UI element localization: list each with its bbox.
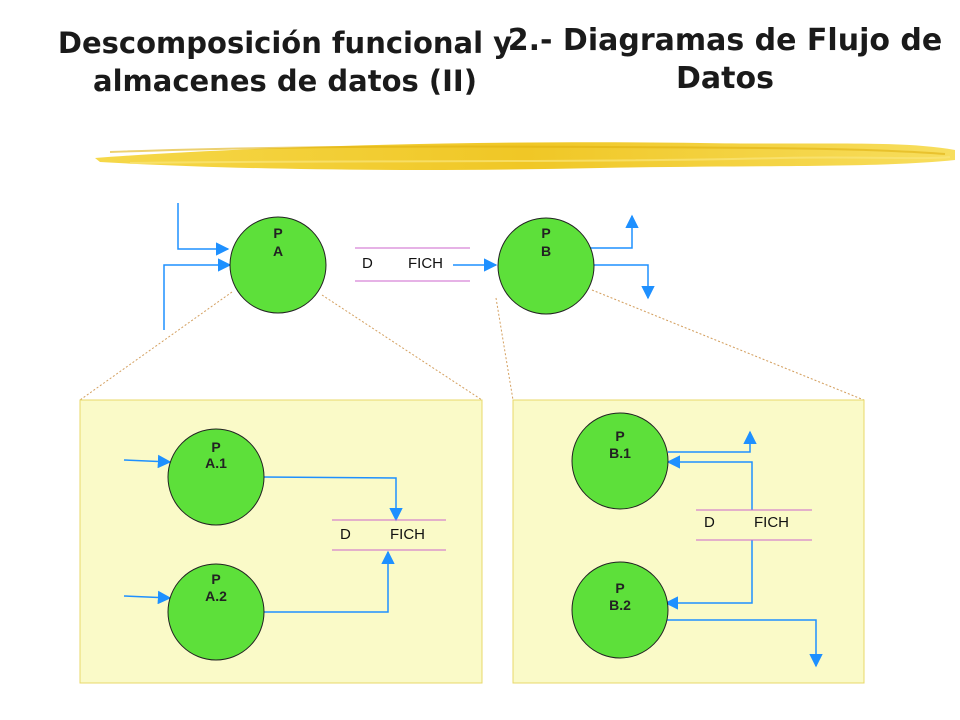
- process-b2: P B.2: [571, 561, 669, 659]
- process-a1-label-1: P: [211, 439, 220, 455]
- brush-stroke-decoration: [95, 142, 955, 170]
- page-title-right: 2.- Diagramas de Flujo de Datos: [507, 23, 943, 96]
- left-panel-flows: [123, 454, 403, 613]
- process-a: P A: [229, 216, 327, 314]
- process-b-label-2: B: [541, 243, 551, 259]
- process-a2-label-1: P: [211, 571, 220, 587]
- process-a2-label-2: A.2: [205, 588, 227, 604]
- decomposition-guides: [79, 289, 865, 401]
- process-a2: P A.2: [167, 563, 265, 661]
- store-top-id: D: [362, 255, 373, 272]
- process-b: P B: [497, 217, 595, 315]
- process-a1: P A.1: [167, 428, 265, 526]
- process-b-label-1: P: [541, 225, 550, 241]
- process-a1-label-2: A.1: [205, 455, 227, 471]
- process-b1-label-1: P: [615, 428, 624, 444]
- panel-process-a-detail: [79, 399, 483, 684]
- top-level-flows: [163, 203, 655, 330]
- process-b2-label-1: P: [615, 580, 624, 596]
- store-left-id: D: [340, 526, 351, 543]
- panel-process-b-detail: [512, 399, 865, 684]
- process-b2-label-2: B.2: [609, 597, 631, 613]
- process-a-label-1: P: [273, 225, 282, 241]
- data-store-left: D FICH: [332, 519, 446, 551]
- store-top-name: FICH: [408, 255, 443, 272]
- data-store-right: D FICH: [696, 509, 812, 541]
- store-right-name: FICH: [754, 514, 789, 531]
- store-left-name: FICH: [390, 526, 425, 543]
- store-right-id: D: [704, 514, 715, 531]
- process-b1-label-2: B.1: [609, 445, 631, 461]
- page-title-left: Descomposición funcional y almacenes de …: [57, 26, 513, 98]
- process-a-label-2: A: [273, 243, 283, 259]
- data-store-top: D FICH: [355, 247, 470, 282]
- process-b1: P B.1: [571, 412, 669, 510]
- right-panel-flows: [664, 430, 823, 668]
